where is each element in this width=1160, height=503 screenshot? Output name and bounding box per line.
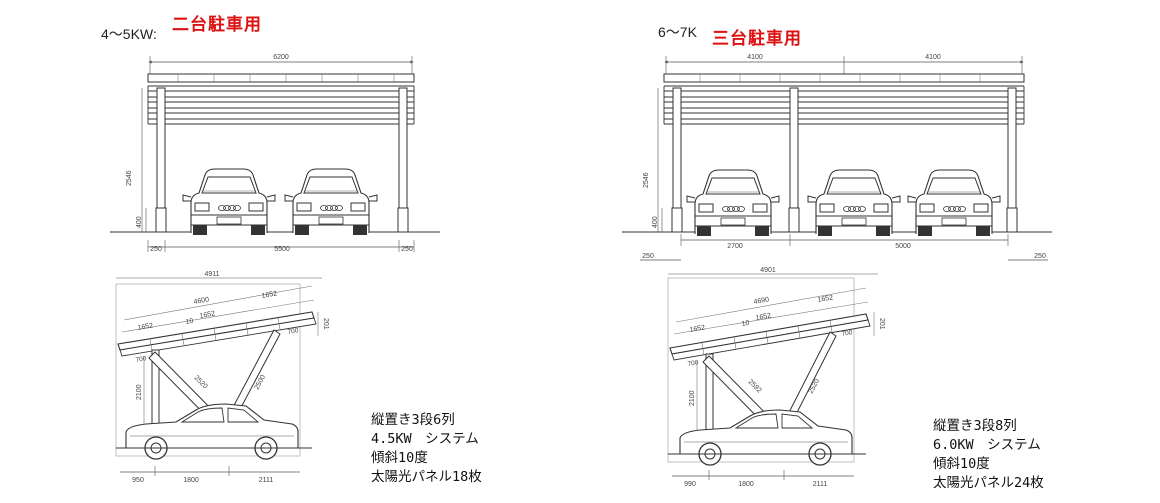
left-spec-block: 縦置き3段6列 4.5KW システム 傾斜10度 太陽光パネル18枚 bbox=[371, 411, 482, 487]
right-spec-line-1: 縦置き3段8列 bbox=[933, 418, 1017, 434]
left-front-span: 5500 bbox=[274, 246, 290, 253]
right-car-rear-2 bbox=[807, 169, 901, 237]
right-front-height-dim: 2546 bbox=[643, 172, 650, 188]
right-capacity-label: 6～7K bbox=[658, 24, 697, 40]
left-side-height: 2100 bbox=[136, 384, 143, 400]
right-car-rear-1 bbox=[686, 169, 780, 237]
right-spec-block: 縦置き3段8列 6.0KW システム 傾斜10度 太陽光パネル24枚 bbox=[933, 417, 1044, 493]
right-side-seg-b: 1652 bbox=[755, 312, 772, 322]
right-side-height: 2100 bbox=[689, 390, 696, 406]
left-side-rise: 201 bbox=[322, 318, 329, 330]
left-front-elevation: 6200 2546 bbox=[110, 54, 440, 253]
left-side-gap: 10 bbox=[185, 318, 194, 326]
right-side-bottom-b: 1800 bbox=[738, 481, 754, 488]
right-spec-line-2: 6.0KW システム bbox=[933, 437, 1041, 453]
right-side-bottom-a: 990 bbox=[684, 481, 696, 488]
right-front-margin-right: 250 bbox=[1034, 253, 1046, 260]
right-spec-line-3: 傾斜10度 bbox=[933, 456, 990, 472]
right-side-seg-c: 1652 bbox=[817, 294, 834, 304]
left-side-total-dim: 4911 bbox=[204, 271, 219, 278]
left-side-bottom-a: 950 bbox=[132, 477, 144, 484]
right-side-seg-a: 1652 bbox=[689, 324, 706, 334]
right-front-span-a: 2700 bbox=[727, 243, 743, 250]
left-front-base-dim: 400 bbox=[136, 216, 143, 228]
left-side-seg-c: 1652 bbox=[261, 290, 278, 300]
left-side-offset-bottom: 700 bbox=[135, 355, 147, 364]
left-side-bottom-b: 1800 bbox=[183, 477, 199, 484]
right-car-rear-3 bbox=[907, 169, 1001, 237]
right-front-elevation: 4100 4100 2546 bbox=[622, 54, 1052, 261]
left-front-margin-left: 250 bbox=[150, 246, 162, 253]
right-side-gap: 10 bbox=[741, 320, 750, 328]
right-side-brace-a: 2592 bbox=[747, 378, 763, 394]
right-front-total-b: 4100 bbox=[925, 54, 941, 61]
right-side-bottom-c: 2111 bbox=[813, 481, 828, 488]
left-side-bottom-c: 2111 bbox=[259, 477, 274, 484]
left-spec-line-1: 縦置き3段6列 bbox=[371, 412, 455, 428]
right-front-span-b: 5000 bbox=[895, 243, 911, 250]
right-side-total-dim: 4901 bbox=[760, 267, 776, 274]
left-side-brace-a: 2520 bbox=[193, 374, 209, 390]
right-spec-line-4: 太陽光パネル24枚 bbox=[933, 475, 1044, 491]
left-car-rear-1 bbox=[182, 168, 276, 236]
left-spec-line-2: 4.5KW システム bbox=[371, 431, 479, 447]
right-front-margin-left: 250 bbox=[642, 253, 654, 260]
left-front-margin-right: 250 bbox=[401, 246, 413, 253]
left-spec-line-4: 太陽光パネル18枚 bbox=[371, 469, 482, 485]
left-side-panel-span: 4600 bbox=[193, 296, 210, 306]
right-side-panel-span: 4690 bbox=[753, 296, 770, 306]
left-side-offset-top: 700 bbox=[287, 327, 299, 336]
right-front-base-dim: 400 bbox=[652, 216, 659, 228]
left-side-seg-a: 1652 bbox=[137, 322, 154, 332]
left-front-height-dim: 2546 bbox=[126, 170, 133, 186]
left-capacity-label: 4～5KW: bbox=[101, 26, 157, 42]
left-side-seg-b: 1652 bbox=[199, 310, 216, 320]
right-side-rise: 201 bbox=[878, 318, 885, 330]
right-side-elevation: 4901 4690 1652 1652 10 1652 700 700 201 … bbox=[667, 267, 885, 488]
left-spec-line-3: 傾斜10度 bbox=[371, 450, 428, 466]
left-front-total-dim: 6200 bbox=[273, 54, 289, 61]
right-side-offset-bottom: 700 bbox=[687, 359, 699, 368]
right-side-offset-top: 700 bbox=[841, 329, 853, 338]
left-parking-label: 二台駐車用 bbox=[172, 15, 262, 35]
right-front-total-a: 4100 bbox=[747, 54, 763, 61]
left-car-rear-2 bbox=[284, 168, 378, 236]
left-side-elevation: 4911 4600 1652 1652 10 1652 700 700 201 bbox=[115, 271, 329, 484]
right-parking-label: 三台駐車用 bbox=[712, 29, 802, 49]
